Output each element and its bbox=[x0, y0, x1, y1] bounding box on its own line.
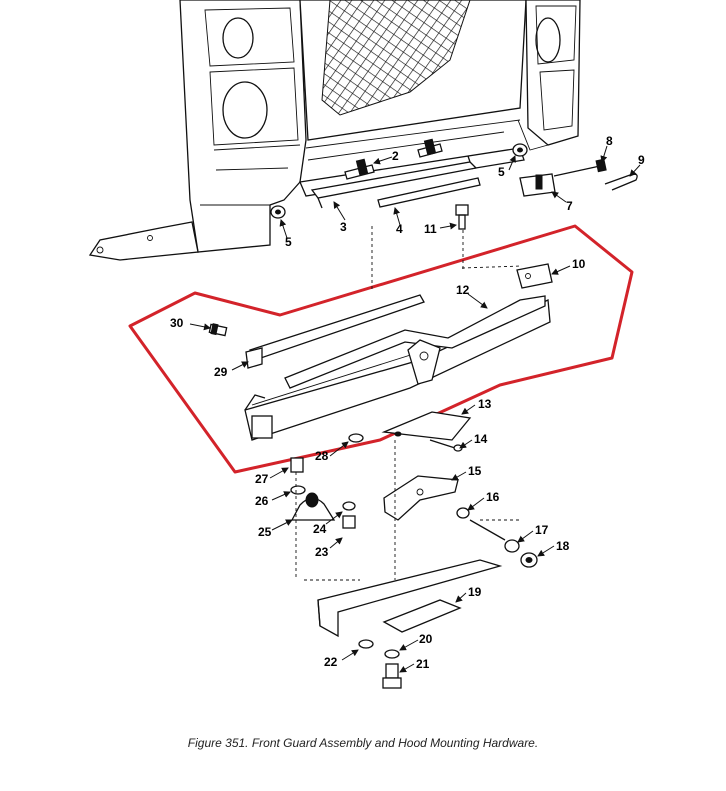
callout-25: 25 bbox=[258, 525, 272, 539]
bracket-15 bbox=[383, 475, 459, 521]
upper-rail bbox=[249, 294, 425, 361]
callout-5-left: 5 bbox=[285, 235, 292, 249]
callout-7: 7 bbox=[566, 199, 573, 213]
right-headlight-housing bbox=[525, 0, 581, 146]
callout-23: 23 bbox=[315, 545, 329, 559]
callout-30: 30 bbox=[170, 316, 184, 330]
bumper-assembly bbox=[208, 263, 553, 443]
callout-28: 28 bbox=[315, 449, 329, 463]
callout-4: 4 bbox=[396, 222, 403, 236]
strip-4 bbox=[377, 177, 481, 208]
callout-24: 24 bbox=[313, 522, 327, 536]
callout-leaders bbox=[189, 145, 641, 673]
callout-29: 29 bbox=[214, 365, 228, 379]
callout-20: 20 bbox=[419, 632, 433, 646]
left-headlight-housing bbox=[179, 0, 307, 253]
bracket-13 bbox=[381, 411, 472, 441]
callout-12: 12 bbox=[456, 283, 470, 297]
callout-13: 13 bbox=[478, 397, 492, 411]
grille-assembly bbox=[88, 0, 581, 261]
callout-17: 17 bbox=[535, 523, 549, 537]
callout-19: 19 bbox=[468, 585, 482, 599]
callout-26: 26 bbox=[255, 494, 269, 508]
callout-5-right: 5 bbox=[498, 165, 505, 179]
figure-caption: Figure 351. Front Guard Assembly and Hoo… bbox=[187, 736, 539, 750]
callout-8: 8 bbox=[606, 134, 613, 148]
callout-2: 2 bbox=[392, 149, 399, 163]
end-plate-29 bbox=[245, 347, 263, 369]
callout-27: 27 bbox=[255, 472, 269, 486]
callout-11: 11 bbox=[424, 222, 437, 236]
bracket-10 bbox=[516, 263, 553, 289]
callout-22: 22 bbox=[324, 655, 338, 669]
callout-14: 14 bbox=[474, 432, 488, 446]
callout-15: 15 bbox=[468, 464, 482, 478]
bracket-bar-3 bbox=[310, 161, 478, 199]
callout-18: 18 bbox=[556, 539, 570, 553]
callout-labels: 2 3 4 5 5 5 7 8 9 10 11 12 13 14 15 16 1… bbox=[170, 134, 645, 671]
highlight-outline bbox=[128, 224, 634, 474]
callout-16: 16 bbox=[486, 490, 500, 504]
lower-hardware bbox=[290, 226, 538, 689]
callout-3: 3 bbox=[340, 220, 347, 234]
callout-10: 10 bbox=[572, 257, 586, 271]
callout-9: 9 bbox=[638, 153, 645, 167]
callout-21: 21 bbox=[416, 657, 430, 671]
upper-hardware bbox=[270, 138, 638, 230]
left-guard-foot bbox=[88, 221, 199, 261]
